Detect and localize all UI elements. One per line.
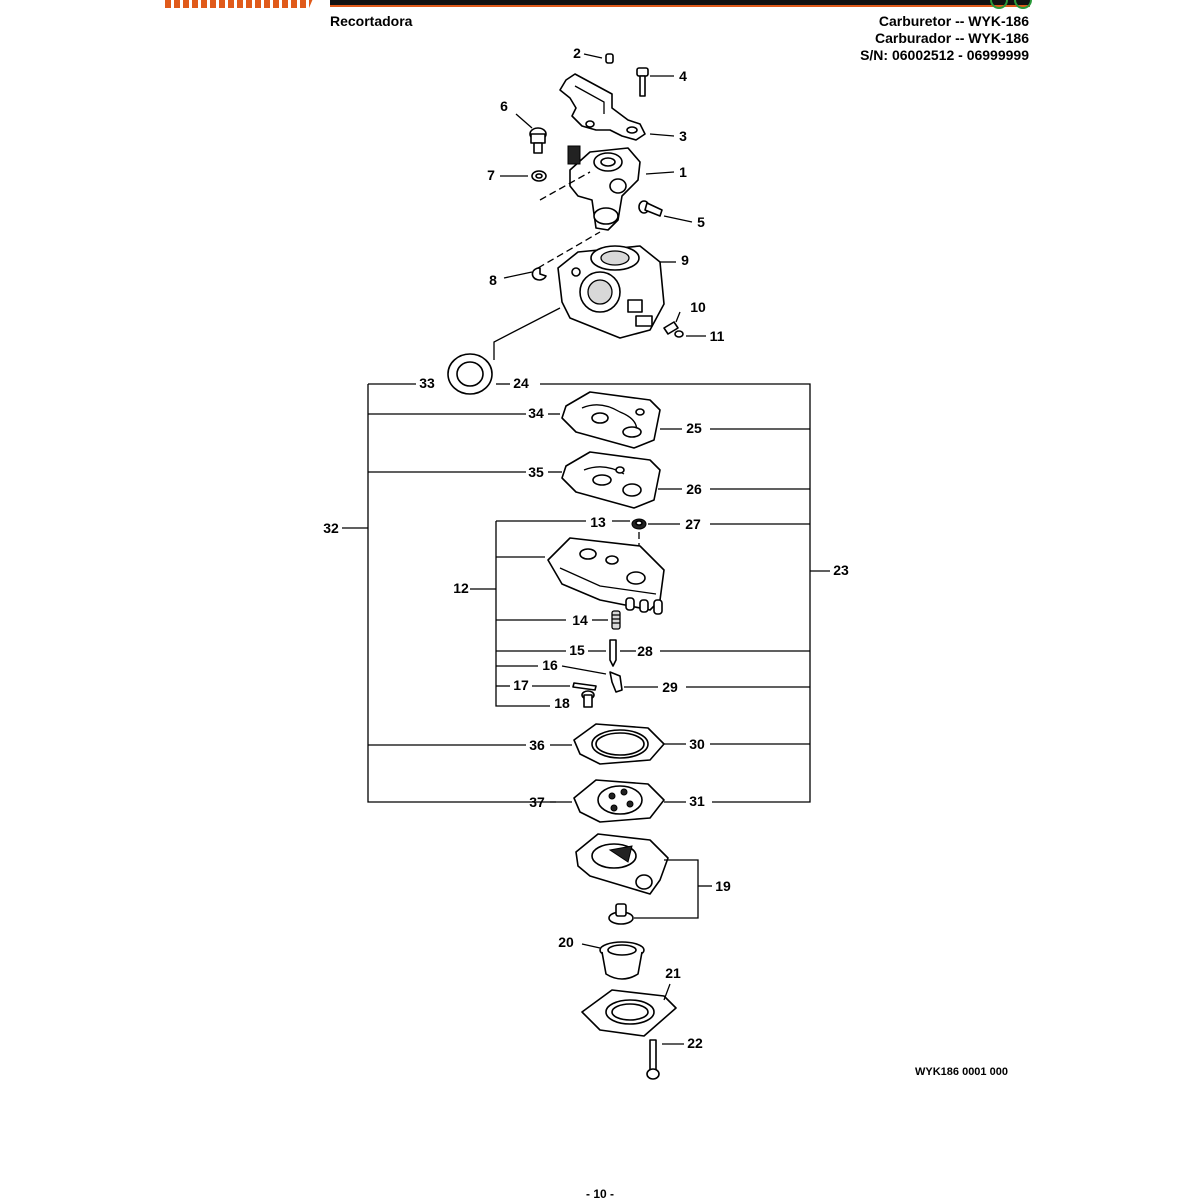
callout-11: 11 <box>710 328 725 344</box>
callout-14: 14 <box>572 612 588 628</box>
callout-32: 32 <box>323 520 339 536</box>
callout-13: 13 <box>590 514 606 530</box>
part-13-plug <box>631 518 647 530</box>
callout-30: 30 <box>689 736 705 752</box>
callout-8: 8 <box>489 272 497 288</box>
callout-3: 3 <box>679 128 687 144</box>
leader-line <box>503 271 533 279</box>
assembly-guide-line <box>537 231 601 269</box>
callout-22: 22 <box>687 1035 703 1051</box>
group-bracket-19 <box>634 859 699 919</box>
callout-36: 36 <box>529 737 545 753</box>
group-bracket-32 <box>367 384 556 803</box>
part-3-bracket <box>559 73 646 141</box>
leader-line <box>663 983 671 1001</box>
callout-15: 15 <box>569 642 585 658</box>
part-15-needle <box>609 639 617 667</box>
callout-29: 29 <box>662 679 678 695</box>
part-22-screw <box>646 1039 660 1080</box>
part-8-clip <box>531 267 547 281</box>
logo-mark <box>165 0 315 8</box>
callout-28: 28 <box>637 643 653 659</box>
callout-26: 26 <box>686 481 702 497</box>
part-4-screw <box>636 67 649 97</box>
part-20-primer-bulb <box>599 941 645 980</box>
assembly-guide-line <box>539 171 591 201</box>
callout-34: 34 <box>528 405 544 421</box>
group-bracket-12 <box>495 521 550 707</box>
part-19-pump-cover <box>575 833 669 895</box>
leader-line <box>583 53 603 59</box>
part-36-gasket <box>573 723 665 765</box>
part-1-body <box>567 145 641 231</box>
callout-24: 24 <box>513 375 529 391</box>
callout-21: 21 <box>665 965 681 981</box>
callout-31: 31 <box>689 793 705 809</box>
part-6-screw <box>529 127 547 154</box>
callout-6: 6 <box>500 98 508 114</box>
part-33-gasket <box>447 353 493 395</box>
part-11-spring <box>674 330 684 338</box>
callout-7: 7 <box>487 167 495 183</box>
leader-line <box>645 171 675 175</box>
callout-37: 37 <box>529 794 545 810</box>
product-name: Recortadora <box>330 13 413 29</box>
callout-2: 2 <box>573 45 581 61</box>
callout-25: 25 <box>686 420 702 436</box>
leader-line <box>675 311 681 323</box>
callout-4: 4 <box>679 68 687 84</box>
leader-line <box>515 113 533 129</box>
callout-12: 12 <box>453 580 469 596</box>
title-line-3: S/N: 06002512 - 06999999 <box>860 47 1029 63</box>
leader-line <box>663 215 693 223</box>
leader-line <box>581 943 601 949</box>
part-37-diaphragm <box>573 779 665 823</box>
callout-9: 9 <box>681 252 689 268</box>
callout-1: 1 <box>679 164 687 180</box>
part-34-gasket <box>561 391 661 449</box>
part-10-screw <box>663 321 679 335</box>
part-35-gasket <box>561 451 661 509</box>
callout-5: 5 <box>697 214 705 230</box>
part-18-screw <box>581 690 595 708</box>
part-9-carburetor-body <box>557 245 665 339</box>
title-line-2: Carburador -- WYK-186 <box>874 30 1029 46</box>
part-14-spring <box>611 610 621 630</box>
callout-33: 33 <box>419 375 435 391</box>
callout-27: 27 <box>685 516 701 532</box>
callout-23: 23 <box>833 562 849 578</box>
callout-19: 19 <box>715 878 731 894</box>
callout-20: 20 <box>558 934 574 950</box>
callout-17: 17 <box>513 677 529 693</box>
leader-line <box>493 307 561 360</box>
figure-reference: WYK186 0001 000 <box>915 1066 1008 1078</box>
part-7-washer <box>531 170 547 182</box>
header-accent-line <box>330 5 1030 7</box>
page-number: - 10 - <box>585 1187 614 1201</box>
title-line-1: Carburetor -- WYK-186 <box>878 13 1029 29</box>
part-5-screw <box>638 200 663 217</box>
group-bracket-23 <box>540 383 811 803</box>
header-bar <box>330 0 1030 5</box>
leader-line <box>561 665 607 675</box>
callout-18: 18 <box>554 695 570 711</box>
echo-logo <box>165 0 315 8</box>
part-12-metering-body <box>547 537 665 615</box>
callout-16: 16 <box>542 657 558 673</box>
part-16-lever <box>609 671 623 693</box>
part-19-valve <box>608 903 634 925</box>
callout-10: 10 <box>690 299 706 315</box>
part-2-pin <box>605 53 614 64</box>
leader-line <box>649 133 675 137</box>
part-17-pin <box>572 682 597 691</box>
part-21-retainer <box>581 989 677 1037</box>
page-title: Carburetor -- WYK-186 Carburador -- WYK-… <box>860 13 1029 64</box>
callout-35: 35 <box>528 464 544 480</box>
